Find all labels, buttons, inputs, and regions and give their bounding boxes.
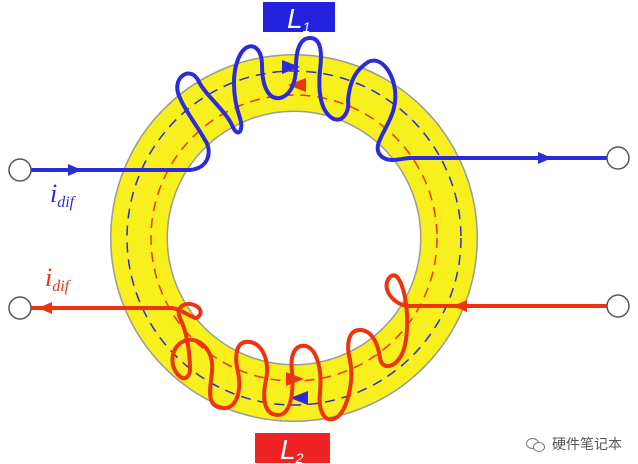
watermark: 硬件笔记本 bbox=[526, 434, 622, 454]
flux-arrow-top-red bbox=[288, 78, 306, 92]
svg-text:L1: L1 bbox=[287, 3, 310, 35]
terminal-bottom-left bbox=[8, 296, 32, 320]
winding-l2 bbox=[30, 273, 608, 422]
winding-l1 bbox=[30, 35, 608, 176]
wechat-icon bbox=[526, 436, 546, 452]
current-label-top: idif bbox=[50, 179, 77, 211]
terminal-top-right bbox=[606, 146, 630, 170]
label-l1: L1 bbox=[263, 2, 335, 35]
svg-text:L2: L2 bbox=[280, 434, 304, 464]
terminal-bottom-right bbox=[606, 294, 630, 318]
current-label-bottom: idif bbox=[45, 263, 72, 295]
label-l2: L2 bbox=[255, 433, 330, 464]
flux-arrow-top-blue bbox=[282, 60, 300, 74]
terminal-top-left bbox=[8, 158, 32, 182]
watermark-text: 硬件笔记本 bbox=[552, 437, 622, 453]
flux-arrow-bottom-blue bbox=[290, 391, 308, 405]
